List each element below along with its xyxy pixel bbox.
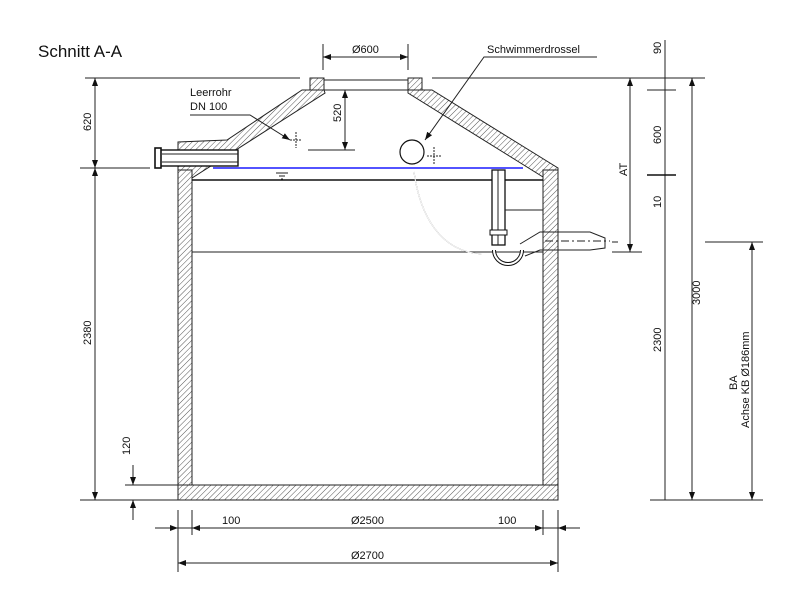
svg-text:2300: 2300	[652, 328, 664, 352]
drawing-title: Schnitt A-A	[38, 42, 123, 61]
dim-left: 620 2380 120	[80, 78, 178, 520]
svg-text:Ø2500: Ø2500	[351, 515, 384, 527]
svg-text:120: 120	[121, 437, 133, 455]
schwimmerdrossel-label: Schwimmerdrossel	[487, 44, 580, 56]
dim-bottom: 100 Ø2500 100 Ø2700	[155, 510, 580, 572]
water-level-symbol	[276, 172, 288, 180]
svg-text:Ø600: Ø600	[352, 44, 379, 56]
svg-text:2380: 2380	[82, 321, 94, 345]
svg-text:90: 90	[652, 42, 664, 54]
dim-manhole: Ø600	[322, 44, 409, 70]
svg-text:520: 520	[332, 104, 344, 122]
float-throttle	[399, 139, 610, 266]
leerrohr-leader	[190, 114, 291, 141]
svg-text:600: 600	[652, 126, 664, 144]
svg-text:Achse KB Ø186mm: Achse KB Ø186mm	[740, 331, 752, 428]
dim-neck-depth: 520	[308, 90, 355, 151]
dim-right: AT 90 600 10 2300 3000 BA Achse KB Ø186m…	[612, 40, 763, 501]
svg-text:BA: BA	[728, 375, 740, 390]
svg-text:100: 100	[222, 515, 240, 527]
svg-text:100: 100	[498, 515, 516, 527]
svg-text:Ø2700: Ø2700	[351, 550, 384, 562]
inlet-pipe	[154, 147, 239, 169]
svg-text:620: 620	[82, 113, 94, 131]
center-markers	[290, 132, 441, 165]
tank-structure	[177, 77, 559, 501]
schwimmerdrossel-leader	[424, 56, 597, 141]
leerrohr-label: Leerrohr	[190, 87, 232, 99]
svg-text:3000: 3000	[691, 281, 703, 305]
svg-text:AT: AT	[618, 162, 630, 176]
leerrohr-label-dn: DN 100	[190, 101, 227, 113]
svg-text:10: 10	[652, 196, 664, 208]
